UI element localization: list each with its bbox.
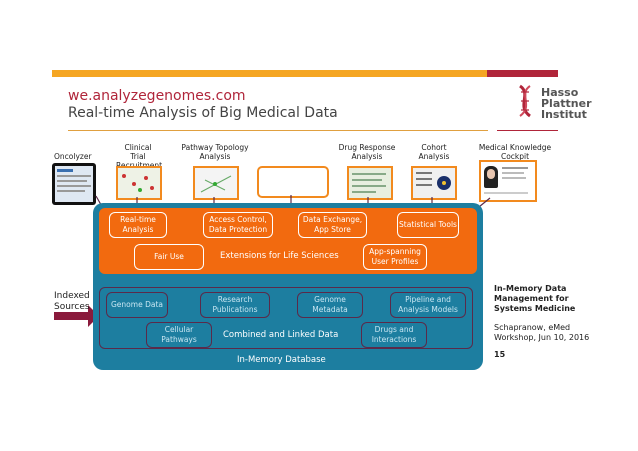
page-number: 15 — [494, 350, 506, 359]
header-divider-red — [497, 130, 558, 131]
institute-logo-text: Hasso Plattner Institut — [541, 87, 592, 120]
app-label-medical-cockpit: Medical Knowledge Cockpit — [478, 143, 552, 161]
app-thumbnail-pathway[interactable] — [193, 166, 239, 200]
app-label-clinical-trial: Clinical Trial Recruitment — [116, 143, 162, 170]
statistical-tools-box[interactable]: Statistical Tools — [397, 212, 459, 238]
header-divider — [68, 130, 488, 131]
header-accent-bar-red — [487, 70, 558, 77]
app-thumbnail-drug-response[interactable] — [347, 166, 393, 200]
presentation-info: Schapranow, eMed Workshop, Jun 10, 2016 — [494, 323, 590, 342]
cellular-pathways-box[interactable]: Cellular Pathways — [146, 322, 212, 348]
pipeline-models-box[interactable]: Pipeline and Analysis Models — [390, 292, 466, 318]
app-thumbnail-blank[interactable] — [257, 166, 329, 198]
app-label-oncolyzer: Oncolyzer — [54, 152, 92, 161]
logo-line: Institut — [541, 108, 587, 121]
research-publications-box[interactable]: Research Publications — [200, 292, 270, 318]
indexed-sources-label: Indexed Sources — [54, 291, 90, 312]
logo-line: Plattner — [541, 97, 592, 110]
drugs-interactions-box[interactable]: Drugs and Interactions — [361, 322, 427, 348]
app-spanning-profiles-box[interactable]: App-spanning User Profiles — [363, 244, 427, 270]
app-label-pathway: Pathway Topology Analysis — [181, 143, 249, 161]
linked-data-title: Combined and Linked Data — [223, 330, 339, 340]
genome-metadata-box[interactable]: Genome Metadata — [297, 292, 363, 318]
linked-data-panel: Genome Data Research Publications Genome… — [99, 287, 473, 349]
extensions-panel: Real-time Analysis Access Control, Data … — [99, 208, 477, 274]
app-label-cohort: Cohort Analysis — [418, 143, 450, 161]
app-label-drug-response: Drug Response Analysis — [338, 143, 396, 161]
extensions-title: Extensions for Life Sciences — [220, 251, 339, 261]
data-exchange-box[interactable]: Data Exchange, App Store — [298, 212, 367, 238]
logo-line: Hasso — [541, 86, 579, 99]
real-time-analysis-box[interactable]: Real-time Analysis — [109, 212, 167, 238]
page-title: Real-time Analysis of Big Medical Data — [68, 105, 338, 121]
page-url[interactable]: we.analyzegenomes.com — [68, 88, 246, 104]
app-thumbnail-medical-cockpit[interactable] — [479, 160, 537, 202]
access-control-box[interactable]: Access Control, Data Protection — [203, 212, 273, 238]
app-thumbnail-oncolyzer[interactable] — [52, 163, 96, 205]
fair-use-box[interactable]: Fair Use — [134, 244, 204, 270]
genome-data-box[interactable]: Genome Data — [106, 292, 168, 318]
app-thumbnail-clinical-trial[interactable] — [116, 166, 162, 200]
app-thumbnail-cohort[interactable] — [411, 166, 457, 200]
presentation-title: In-Memory Data Management for Systems Me… — [494, 284, 576, 313]
database-title: In-Memory Database — [237, 355, 326, 365]
header-accent-bar — [52, 70, 487, 77]
dna-logo-icon — [518, 84, 532, 118]
